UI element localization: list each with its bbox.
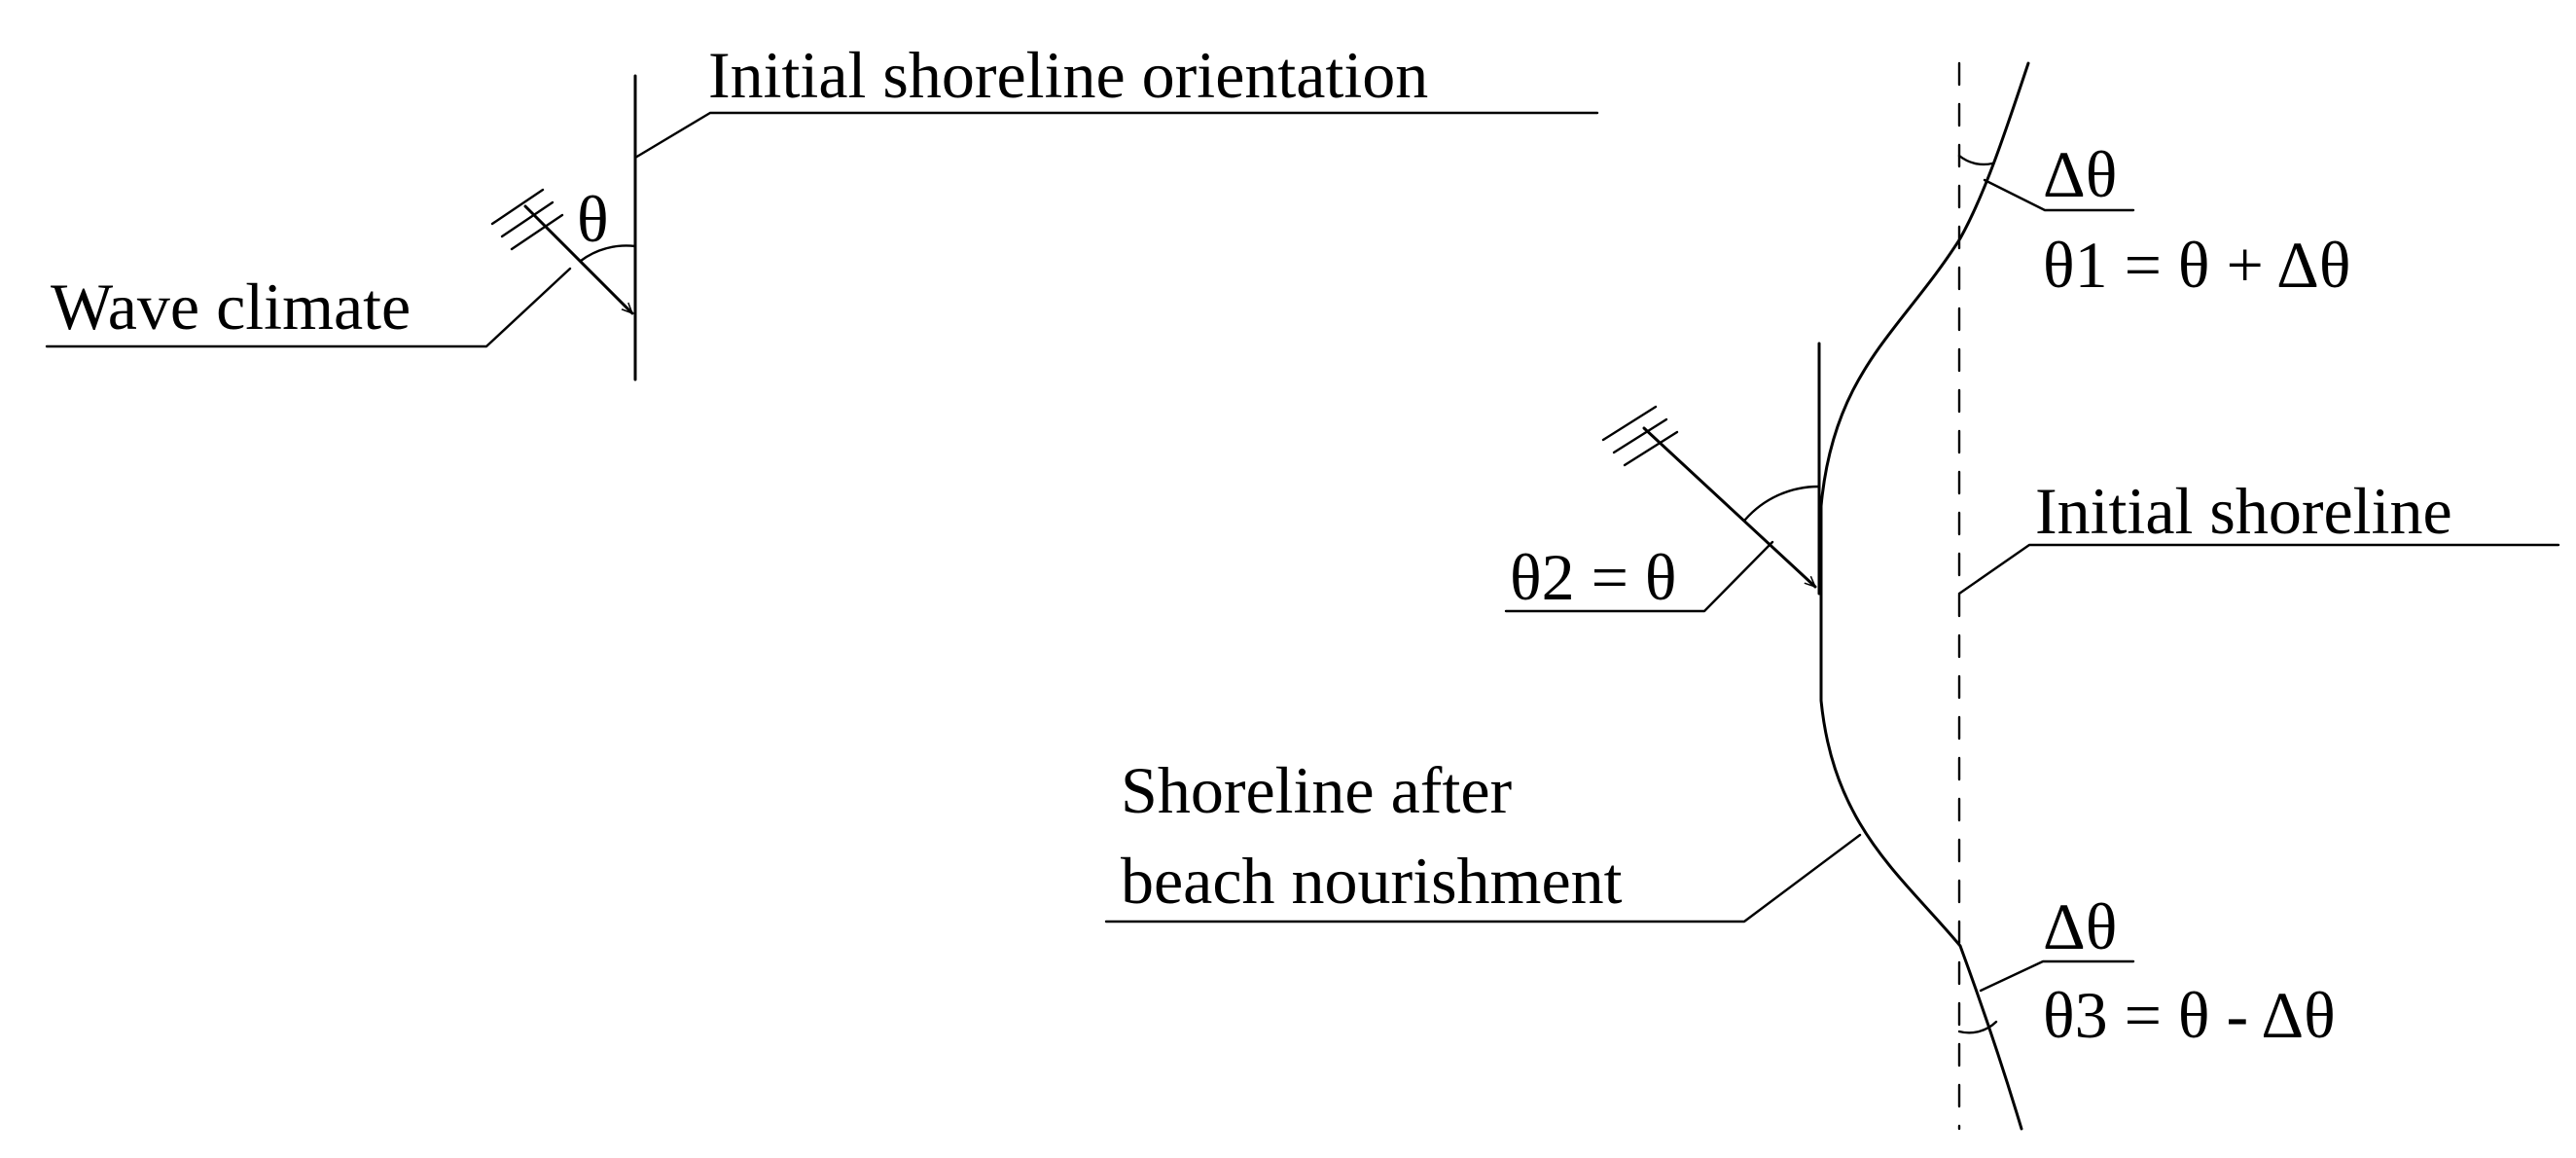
nourishment-sketch: θ2 = θ Δθ θ1 = θ + Δθ Initial shoreline … [1104,61,2560,1131]
delta-theta-bottom-label: Δθ [2043,889,2117,963]
shoreline-after-label-line2: beach nourishment [1121,844,1623,918]
wave-crest-marks-right [1601,405,1679,467]
wave-climate-label: Wave climate [51,270,411,344]
shoreline-after-label-line1: Shoreline after [1121,753,1513,827]
delta-theta-bottom-leader [1979,959,2135,993]
wave-ray-arrow-right [1642,426,1817,589]
orientation-leader [633,111,1599,160]
bottom-angle-arc [1957,1020,1998,1034]
delta-theta-top-leader [1983,178,2135,212]
wave-crest-marks [490,188,564,251]
initial-shoreline-label: Initial shoreline [2035,474,2452,548]
initial-orientation-label: Initial shoreline orientation [708,38,1428,112]
theta1-label: θ1 = θ + Δθ [2043,228,2350,302]
theta2-angle-arc [1743,485,1821,522]
theta-label: θ [577,182,609,256]
shoreline-after-leader [1104,833,1862,923]
initial-orientation-sketch: θ Wave climate Initial shoreline orienta… [45,38,1599,381]
theta3-label: θ3 = θ - Δθ [2043,978,2336,1052]
initial-shoreline-leader [1957,543,2560,596]
wave-ray-arrow [523,204,634,315]
theta2-leader [1504,540,1774,613]
wave-climate-leader [45,267,572,348]
nourished-shoreline-curve [1819,61,2030,1131]
theta2-label: θ2 = θ [1510,540,1677,614]
theta-angle-arc [579,244,637,263]
top-angle-arc [1957,154,1994,166]
delta-theta-top-label: Δθ [2043,137,2117,211]
